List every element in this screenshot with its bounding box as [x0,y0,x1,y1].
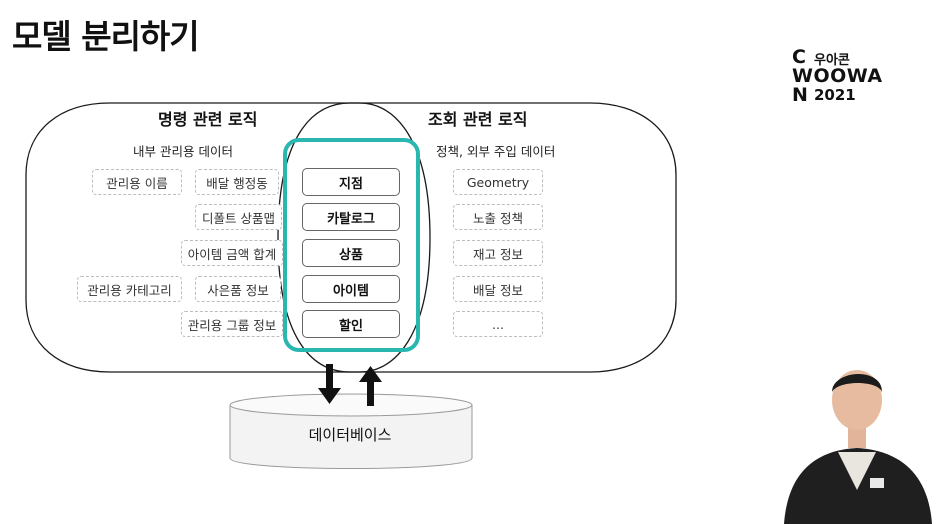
down-arrow-icon [318,364,341,404]
query-item-more: ... [453,311,543,337]
query-section-subtitle: 정책, 외부 주입 데이터 [436,144,556,159]
command-item-default-product-map: 디폴트 상품맵 [195,204,282,230]
slide-title: 모델 분리하기 [12,17,200,56]
command-item-delivery-district: 배달 행정동 [195,169,279,195]
command-item-admin-category: 관리용 카테고리 [77,276,182,302]
logo-year: 2021 [814,86,856,104]
command-section-subtitle: 내부 관리용 데이터 [133,144,233,159]
logo-letter-n: N [792,84,809,106]
up-arrow-icon [359,366,382,406]
query-section-title: 조회 관련 로직 [428,110,528,129]
command-item-admin-name: 관리용 이름 [92,169,182,195]
core-item-branch: 지점 [302,168,400,196]
query-region-outline [277,102,677,373]
logo-woowa-text: WOOWA [792,65,883,87]
command-item-item-amount-total: 아이템 금액 합계 [181,240,283,266]
core-item-discount: 할인 [302,310,400,338]
query-item-delivery-info: 배달 정보 [453,276,543,302]
query-item-stock-info: 재고 정보 [453,240,543,266]
logo-letter-c: C [792,46,807,68]
command-section-title: 명령 관련 로직 [158,110,258,129]
speaker-video [784,370,932,524]
core-item-product: 상품 [302,239,400,267]
core-item-item: 아이템 [302,275,400,303]
shared-core-highlight [283,138,420,352]
core-item-catalog: 카탈로그 [302,203,400,231]
logo-korean-text: 우아콘 [814,53,850,68]
query-item-geometry: Geometry [453,169,543,195]
command-item-gift-info: 사은품 정보 [195,276,281,302]
woowacon-logo: C 우아콘 WOOWA N 2021 [792,46,912,106]
command-item-admin-group-info: 관리용 그룹 정보 [181,311,283,337]
database-label: 데이터베이스 [308,426,392,444]
query-item-exposure-policy: 노출 정책 [453,204,543,230]
database-cylinder [229,393,473,469]
